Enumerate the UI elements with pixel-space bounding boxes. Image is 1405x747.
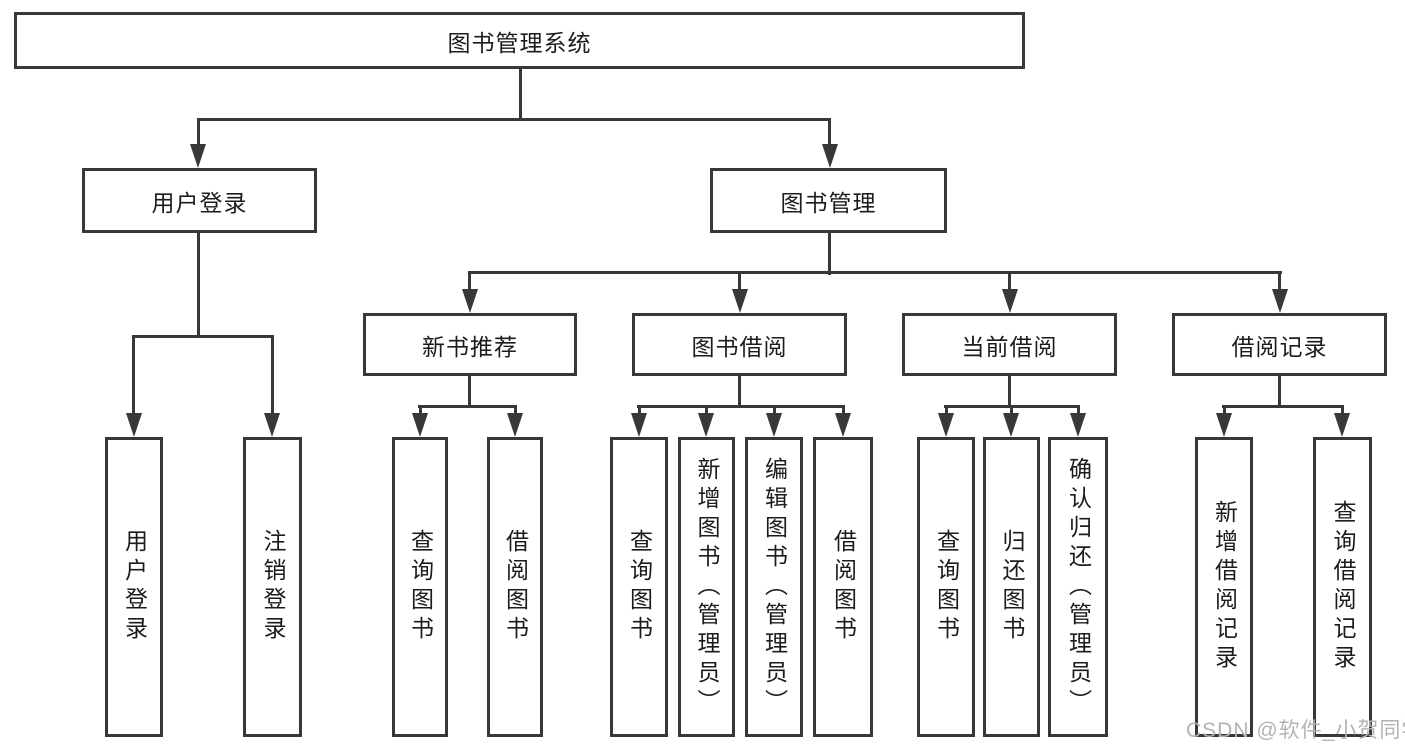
connector-stem xyxy=(842,405,845,417)
connector-level3-rail xyxy=(468,271,1282,274)
arrow-down-icon xyxy=(412,413,428,437)
connector-stem xyxy=(945,405,948,417)
node-book-borrowing: 图书借阅 xyxy=(632,313,847,376)
connector-stem xyxy=(773,405,776,417)
node-confirm-return-admin: 确认归还（管理员） xyxy=(1048,437,1108,737)
arrow-down-icon xyxy=(462,289,478,313)
node-user-login: 用户登录 xyxy=(105,437,163,737)
connector-book-borrowing-rail xyxy=(637,405,845,408)
connector-stem xyxy=(1077,405,1080,417)
csdn-watermark: CSDN @软件_小贺同学 xyxy=(1186,719,1405,742)
connector-user-login-rail xyxy=(132,335,274,338)
connector-level2-rail xyxy=(197,118,831,121)
node-user-login-group: 用户登录 xyxy=(82,168,317,233)
arrow-down-icon xyxy=(1216,413,1232,437)
arrow-down-icon xyxy=(507,413,523,437)
connector-book-management-drop xyxy=(828,231,831,275)
connector-new-book-drop xyxy=(468,374,471,407)
connector-root-drop xyxy=(519,66,522,120)
arrow-down-icon xyxy=(1334,413,1350,437)
connector-stem xyxy=(638,405,641,417)
arrow-down-icon xyxy=(1070,413,1086,437)
connector-stem-book-management xyxy=(828,118,831,148)
arrow-down-icon xyxy=(766,413,782,437)
node-library-system: 图书管理系统 xyxy=(14,12,1025,69)
arrow-down-icon xyxy=(822,144,838,168)
arrow-down-icon xyxy=(732,289,748,313)
node-borrow-books-recommend: 借阅图书 xyxy=(487,437,543,737)
connector-stem-logout xyxy=(271,335,274,415)
node-edit-books-admin: 编辑图书（管理员） xyxy=(745,437,803,737)
connector-stem xyxy=(419,405,422,417)
connector-stem-current-borrowing xyxy=(1008,271,1011,291)
connector-book-borrowing-drop xyxy=(738,374,741,407)
node-add-borrow-record: 新增借阅记录 xyxy=(1195,437,1253,737)
node-borrow-books: 借阅图书 xyxy=(813,437,873,737)
connector-borrowing-records-rail xyxy=(1222,405,1344,408)
node-borrowing-records: 借阅记录 xyxy=(1172,313,1387,376)
node-query-books-recommend: 查询图书 xyxy=(392,437,448,737)
arrow-down-icon xyxy=(126,413,142,437)
arrow-down-icon xyxy=(938,413,954,437)
node-query-borrow-record: 查询借阅记录 xyxy=(1313,437,1372,737)
node-return-books: 归还图书 xyxy=(983,437,1040,737)
connector-stem xyxy=(1010,405,1013,417)
node-query-books-borrowing: 查询图书 xyxy=(610,437,668,737)
connector-stem-user-login xyxy=(197,118,200,148)
connector-borrowing-records-drop xyxy=(1278,374,1281,407)
node-query-books-current: 查询图书 xyxy=(917,437,975,737)
node-book-management: 图书管理 xyxy=(710,168,947,233)
connector-current-borrowing-drop xyxy=(1008,374,1011,407)
connector-user-login-drop xyxy=(197,231,200,337)
arrow-down-icon xyxy=(698,413,714,437)
arrow-down-icon xyxy=(1002,289,1018,313)
connector-stem-book-borrowing xyxy=(738,271,741,291)
arrow-down-icon xyxy=(631,413,647,437)
connector-stem-login xyxy=(132,335,135,415)
connector-stem xyxy=(1223,405,1226,417)
node-logout-login: 注销登录 xyxy=(243,437,302,737)
arrow-down-icon xyxy=(1272,289,1288,313)
node-add-books-admin: 新增图书（管理员） xyxy=(678,437,735,737)
connector-stem xyxy=(1341,405,1344,417)
arrow-down-icon xyxy=(1003,413,1019,437)
node-current-borrowing: 当前借阅 xyxy=(902,313,1117,376)
arrow-down-icon xyxy=(190,144,206,168)
connector-new-book-rail xyxy=(418,405,517,408)
node-new-book-recommend: 新书推荐 xyxy=(363,313,577,376)
arrow-down-icon xyxy=(835,413,851,437)
connector-stem xyxy=(705,405,708,417)
connector-stem-new-book xyxy=(468,271,471,291)
arrow-down-icon xyxy=(264,413,280,437)
connector-stem-borrowing-records xyxy=(1278,271,1281,291)
connector-stem xyxy=(514,405,517,417)
